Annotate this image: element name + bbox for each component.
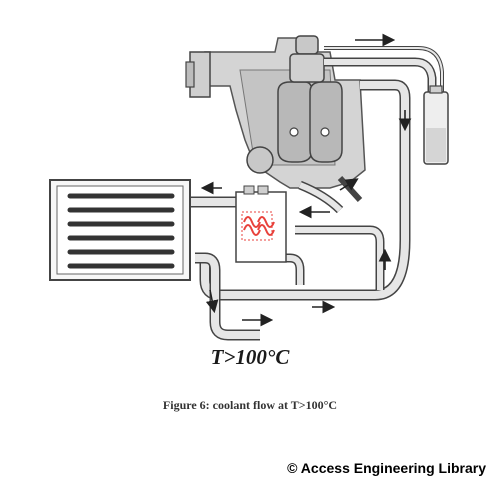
water-pump: [247, 147, 273, 173]
expansion-tank: [424, 86, 448, 164]
bottom-pipe: [205, 240, 405, 295]
engine-pulley: [186, 52, 210, 97]
copyright-notice: © Access Engineering Library: [287, 460, 486, 476]
temperature-label: T>100°C: [0, 345, 500, 370]
engine-cylinders: [278, 82, 342, 162]
radiator: [50, 180, 190, 280]
thermostat: [236, 186, 286, 262]
right-return-pipe: [360, 85, 405, 240]
figure-caption: Figure 6: coolant flow at T>100°C: [0, 398, 500, 413]
